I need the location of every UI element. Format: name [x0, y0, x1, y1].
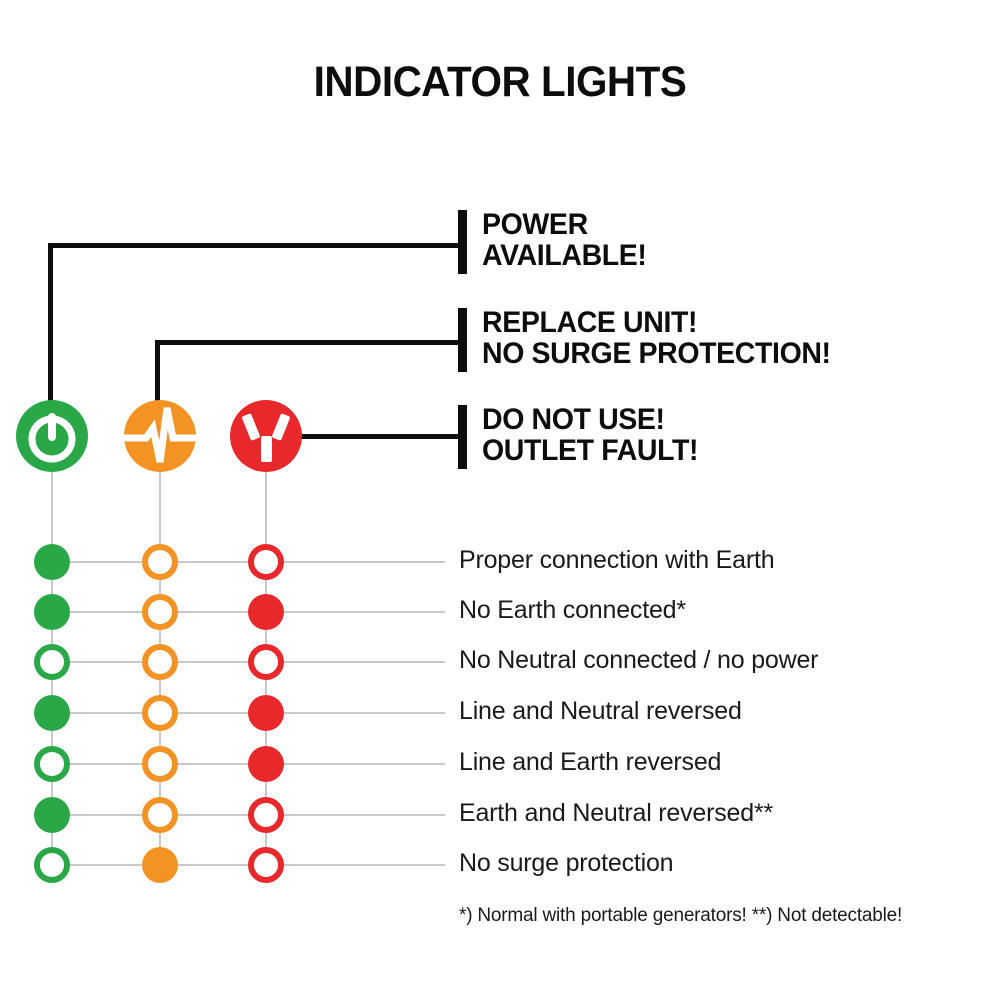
- footnote: *) Normal with portable generators! **) …: [459, 905, 903, 926]
- pulse-icon: [124, 400, 196, 472]
- indicator-dot-red-off: [248, 544, 284, 580]
- indicator-dot-red-on: [248, 695, 284, 731]
- callout-do-not-use: DO NOT USE! OUTLET FAULT!: [458, 403, 710, 469]
- indicator-dot-green-off: [34, 644, 70, 680]
- indicator-dot-red-off: [248, 644, 284, 680]
- callout-bar: [458, 405, 467, 469]
- matrix-row-label: Line and Neutral reversed: [459, 697, 742, 725]
- indicator-dot-orange-off: [142, 594, 178, 630]
- callout-text: DO NOT USE! OUTLET FAULT!: [482, 403, 699, 467]
- callout-replace-unit: REPLACE UNIT! NO SURGE PROTECTION!: [458, 306, 849, 372]
- matrix-row-label: No Earth connected*: [459, 596, 686, 624]
- indicator-dot-orange-off: [142, 746, 178, 782]
- outlet-icon: [230, 400, 302, 472]
- indicator-dot-green-on: [34, 695, 70, 731]
- callout-line: DO NOT USE!: [482, 403, 665, 436]
- callout-bar: [458, 308, 467, 372]
- indicator-dot-red-on: [248, 594, 284, 630]
- callout-text: REPLACE UNIT! NO SURGE PROTECTION!: [482, 306, 831, 370]
- callout-bar: [458, 210, 467, 274]
- leader-line-power-vertical: [48, 243, 53, 406]
- indicator-dot-green-off: [34, 847, 70, 883]
- leader-line-power-horizontal: [48, 243, 463, 248]
- power-icon: [16, 400, 88, 472]
- callout-line: NO SURGE PROTECTION!: [482, 336, 831, 370]
- page-title: INDICATOR LIGHTS: [313, 58, 687, 106]
- callout-power-available: POWER AVAILABLE!: [458, 208, 655, 274]
- matrix-row-label: Proper connection with Earth: [459, 546, 775, 574]
- indicator-dot-green-on: [34, 797, 70, 833]
- matrix-row-label: No Neutral connected / no power: [459, 646, 819, 674]
- leader-line-pulse-vertical: [155, 340, 160, 406]
- indicator-dot-orange-off: [142, 544, 178, 580]
- indicator-dot-red-off: [248, 847, 284, 883]
- indicator-dot-orange-off: [142, 797, 178, 833]
- leader-line-outlet-horizontal: [300, 434, 463, 439]
- callout-line: OUTLET FAULT!: [482, 433, 699, 467]
- indicator-dot-green-on: [34, 544, 70, 580]
- indicator-dot-green-on: [34, 594, 70, 630]
- indicator-dot-green-off: [34, 746, 70, 782]
- callout-line: AVAILABLE!: [482, 238, 647, 272]
- indicator-dot-red-on: [248, 746, 284, 782]
- matrix-row-label: No surge protection: [459, 849, 674, 877]
- indicator-dot-orange-off: [142, 644, 178, 680]
- callout-line: REPLACE UNIT!: [482, 306, 698, 339]
- matrix-row-label: Line and Earth reversed: [459, 748, 722, 776]
- matrix-row-label: Earth and Neutral reversed**: [459, 799, 774, 827]
- indicator-dot-orange-on: [142, 847, 178, 883]
- callout-line: POWER: [482, 208, 588, 241]
- leader-line-pulse-horizontal: [155, 340, 463, 345]
- indicator-dot-red-off: [248, 797, 284, 833]
- indicator-dot-orange-off: [142, 695, 178, 731]
- callout-text: POWER AVAILABLE!: [482, 208, 647, 272]
